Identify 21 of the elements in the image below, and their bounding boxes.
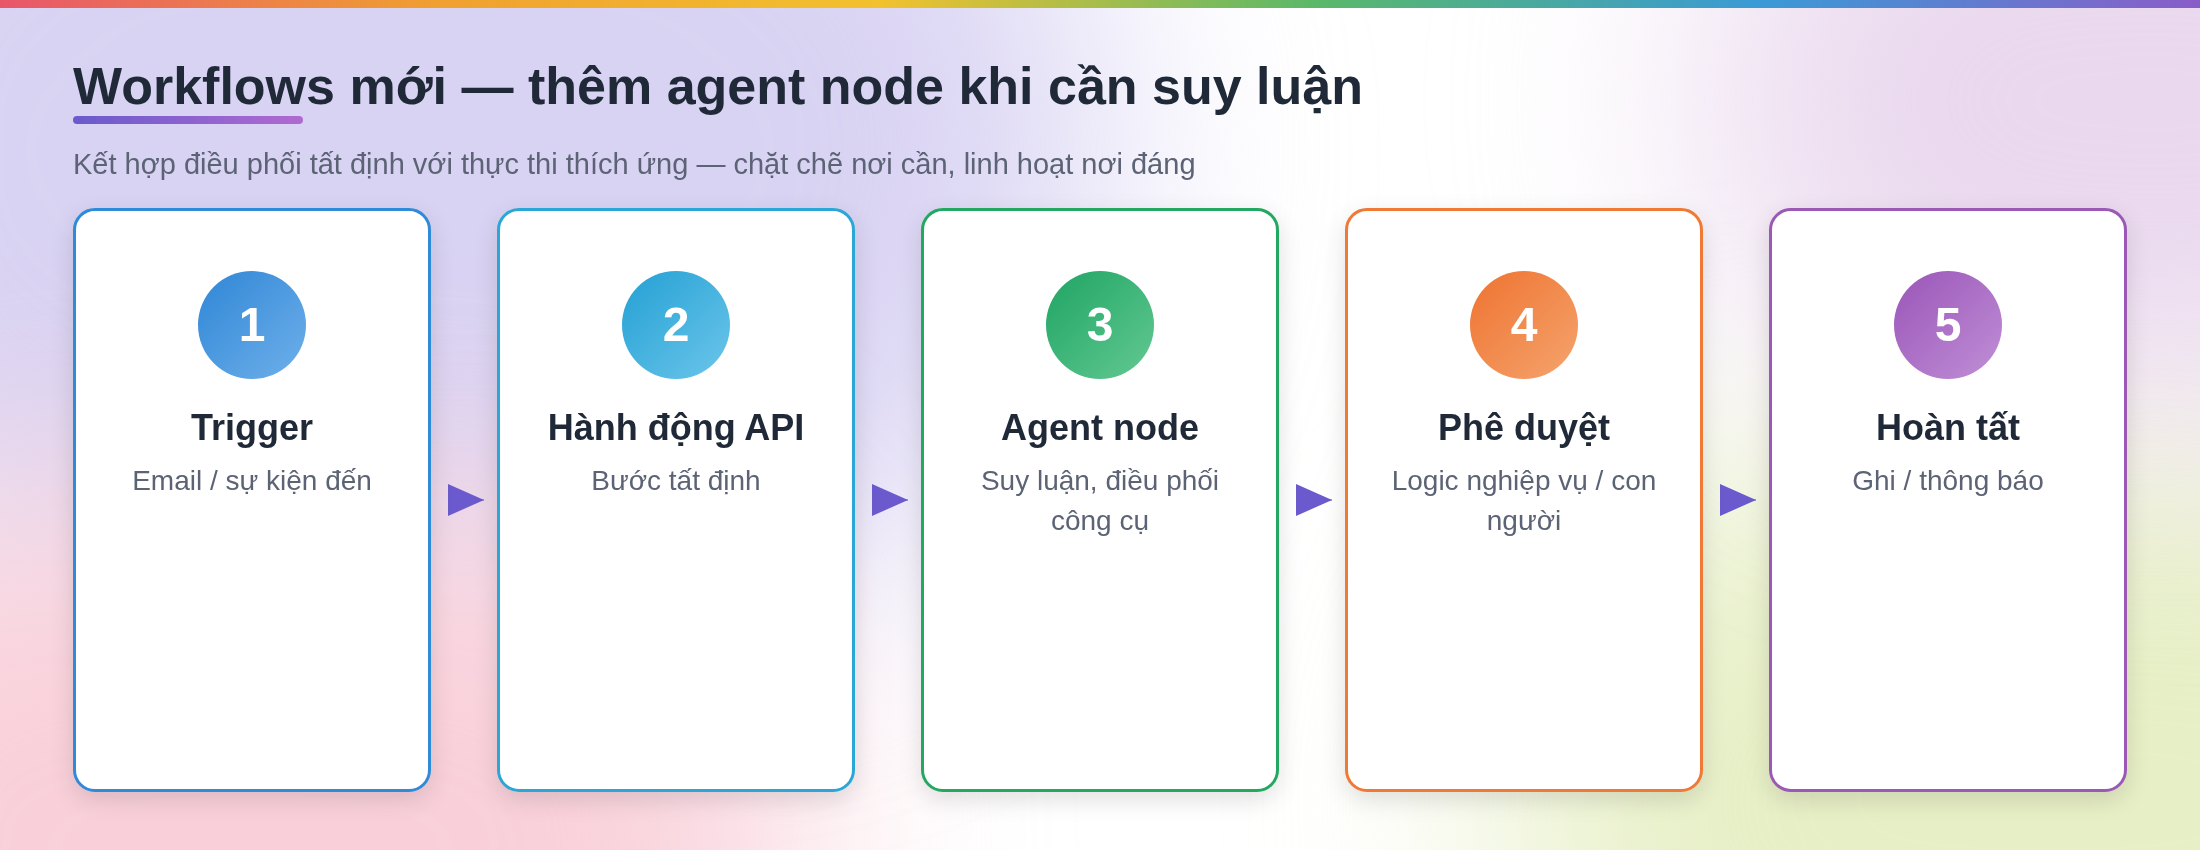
step-card — [1345, 208, 1703, 792]
step-description: Ghi / thông báo — [1851, 464, 2045, 498]
arrow — [1719, 484, 1757, 516]
arrow — [447, 484, 485, 516]
step-card — [1769, 208, 2127, 792]
step-card — [497, 208, 855, 792]
step-title: Phê duyệt — [1436, 406, 1611, 450]
arrow — [871, 484, 909, 516]
step-title: Trigger — [190, 406, 314, 450]
step-description: Bước tất định — [590, 464, 762, 498]
step-title: Hành động API — [546, 406, 806, 450]
step-description: Logic nghiệp vụ / con người — [1390, 464, 1658, 538]
step-description: Email / sự kiện đến — [131, 464, 373, 498]
subtitle: Kết hợp điều phối tất định với thực thi thích ứng — chặt chẽ nơi cần, linh hoạt nơi đáng — [73, 147, 1196, 182]
step-card — [73, 208, 431, 792]
title: Workflows mới — thêm agent node khi cần suy luận — [73, 56, 1363, 117]
step-card — [921, 208, 1279, 792]
step-title: Agent node — [1000, 406, 1200, 450]
arrow — [1295, 484, 1333, 516]
step-description: Suy luận, điều phối công cụ — [979, 464, 1221, 538]
step-title: Hoàn tất — [1875, 406, 2021, 450]
